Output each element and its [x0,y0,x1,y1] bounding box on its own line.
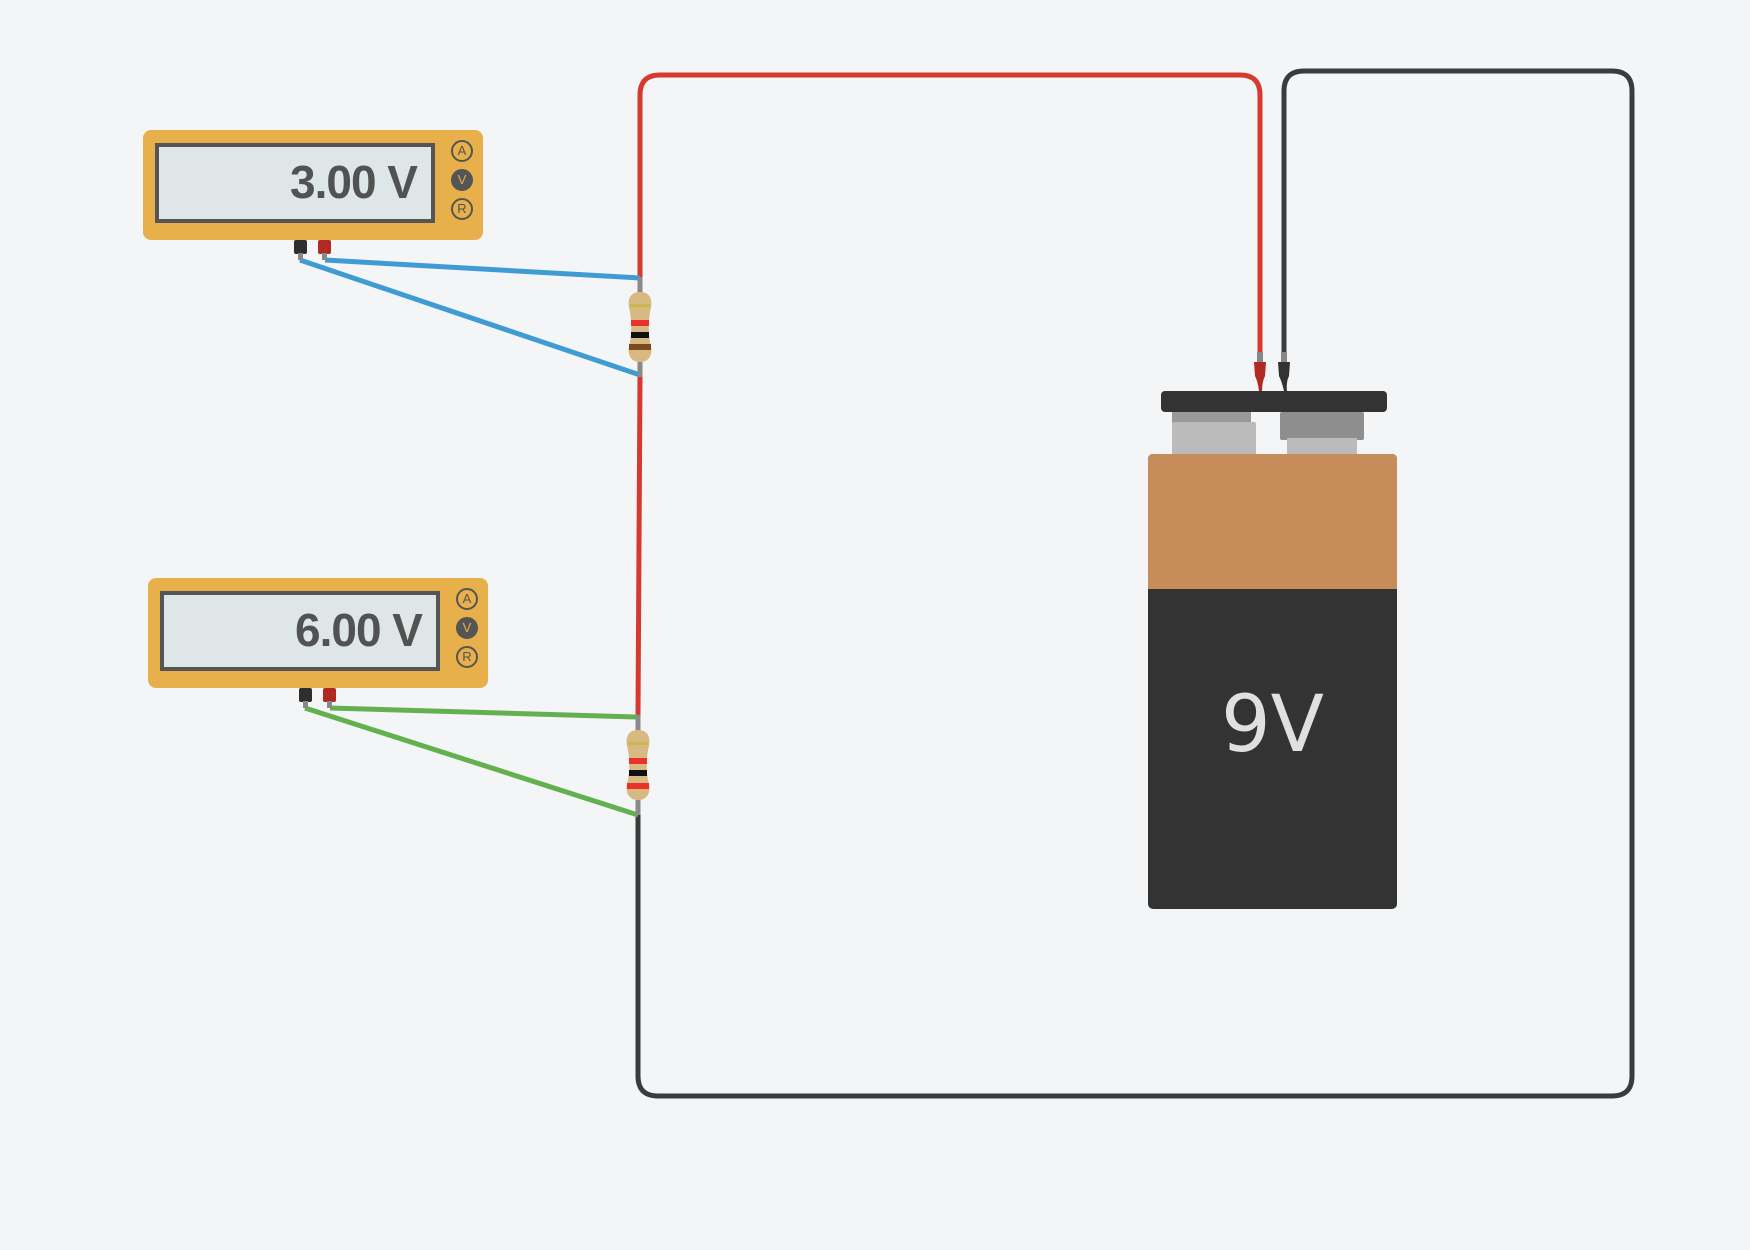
meter2-reading: 6.00 V [295,603,423,656]
meter1-negative-probe-wire[interactable] [299,257,641,378]
resistor-band [631,320,649,326]
meter2-mode-ohmmeter[interactable]: R [456,646,478,668]
meter1-positive-probe-wire[interactable] [324,257,641,281]
meter2-mode-voltmeter[interactable]: V [456,617,478,639]
resistor-band [629,758,647,764]
battery-snap-cap [1161,391,1387,412]
resistor-2[interactable] [626,715,650,815]
multimeter-2[interactable]: 6.00 V A V R [148,578,488,688]
meter1-mode-ohmmeter[interactable]: R [451,198,473,220]
resistor-band [630,304,650,307]
meter1-reading: 3.00 V [290,155,418,208]
series-wire[interactable] [635,376,643,716]
resistor-band [628,742,648,745]
meter2-positive-probe-wire[interactable] [329,705,639,720]
resistor-band [631,332,649,338]
resistor-band [629,344,651,350]
meter1-mode-voltmeter[interactable]: V [451,169,473,191]
battery-label: 9V [1221,680,1324,770]
meter1-display: 3.00 V [155,143,435,223]
meter2-probes[interactable] [299,688,336,708]
meter2-negative-probe-wire[interactable] [304,705,639,818]
battery-9v[interactable] [1148,352,1397,909]
resistor-band [629,770,647,776]
resistor-band [627,783,649,789]
meter2-mode-ammeter[interactable]: A [456,588,478,610]
negative-wire[interactable] [635,68,1635,1099]
resistor-1[interactable] [628,277,652,377]
meter1-probes[interactable] [294,240,331,260]
meter1-mode-ammeter[interactable]: A [451,140,473,162]
multimeter-1[interactable]: 3.00 V A V R [143,130,483,240]
meter2-display: 6.00 V [160,591,440,671]
positive-wire[interactable] [637,72,1263,372]
